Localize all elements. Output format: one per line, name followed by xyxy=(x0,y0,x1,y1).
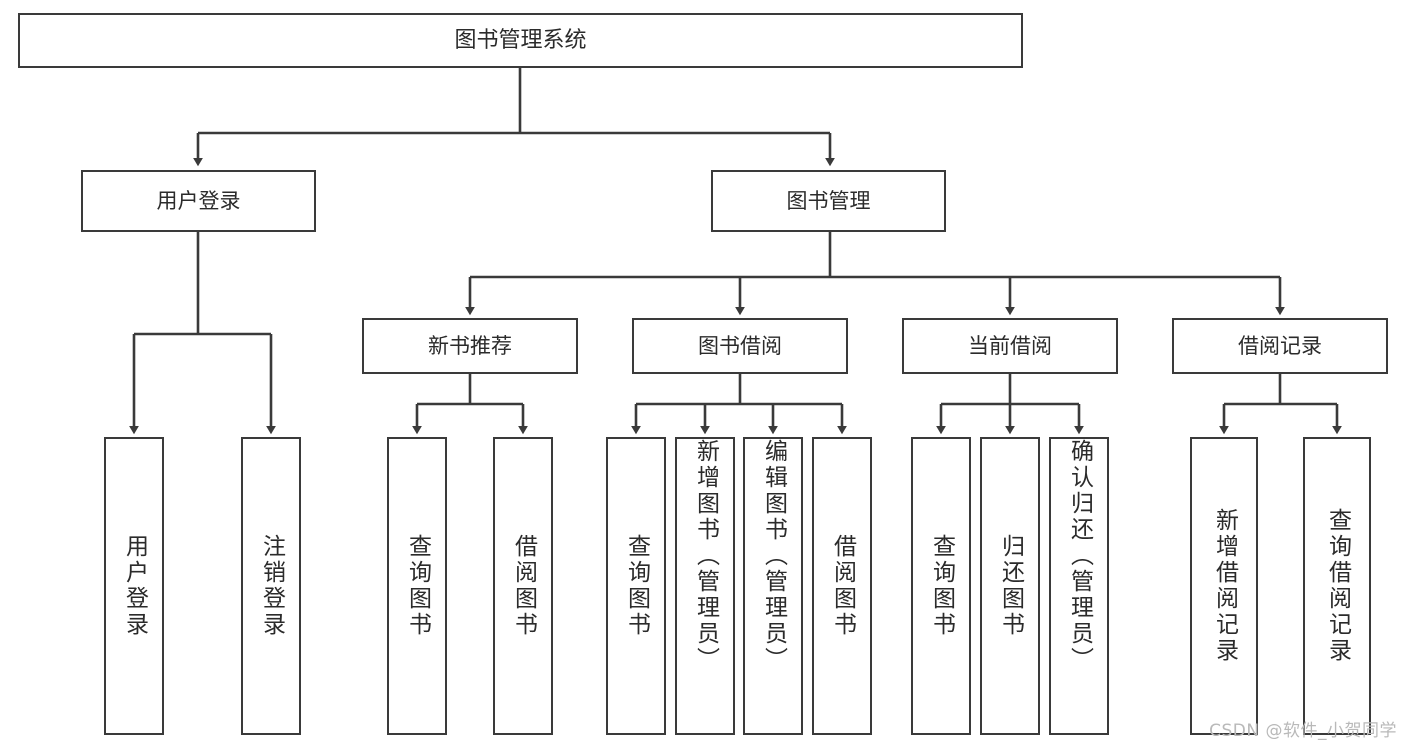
node-label: 借阅记录 xyxy=(1238,333,1322,358)
leaf-borrow-book-borrow[interactable]: 借阅图书 xyxy=(812,437,872,735)
leaf-return-book[interactable]: 归还图书 xyxy=(980,437,1040,735)
node-label: 用户登录 xyxy=(156,188,241,213)
node-label: 查询图书 xyxy=(928,534,955,638)
watermark: CSDN @软件_小贺同学 xyxy=(1209,721,1397,741)
node-label: 编辑图书（管理员） xyxy=(760,439,787,673)
leaf-confirm-return[interactable]: 确认归还（管理员） xyxy=(1049,437,1109,735)
node-root-system[interactable]: 图书管理系统 xyxy=(18,13,1023,68)
leaf-user-login[interactable]: 用户登录 xyxy=(104,437,164,735)
leaf-query-book-borrow[interactable]: 查询图书 xyxy=(606,437,666,735)
node-label: 新增图书（管理员） xyxy=(692,439,719,673)
node-book-borrow[interactable]: 图书借阅 xyxy=(632,318,848,374)
node-label: 查询借阅记录 xyxy=(1324,508,1351,664)
node-new-book-recommend[interactable]: 新书推荐 xyxy=(362,318,578,374)
node-label: 当前借阅 xyxy=(968,333,1052,358)
node-label: 图书管理 xyxy=(786,188,871,213)
node-user-login[interactable]: 用户登录 xyxy=(81,170,316,232)
node-book-management[interactable]: 图书管理 xyxy=(711,170,946,232)
node-label: 归还图书 xyxy=(997,534,1024,638)
node-label: 用户登录 xyxy=(121,534,148,638)
leaf-borrow-book-recommend[interactable]: 借阅图书 xyxy=(493,437,553,735)
leaf-edit-book[interactable]: 编辑图书（管理员） xyxy=(743,437,803,735)
node-label: 图书管理系统 xyxy=(454,27,587,53)
node-label: 查询图书 xyxy=(404,534,431,638)
node-label: 注销登录 xyxy=(258,534,285,638)
leaf-add-book[interactable]: 新增图书（管理员） xyxy=(675,437,735,735)
node-current-borrow[interactable]: 当前借阅 xyxy=(902,318,1118,374)
leaf-logout-login[interactable]: 注销登录 xyxy=(241,437,301,735)
node-label: 新增借阅记录 xyxy=(1211,508,1238,664)
leaf-add-borrow-record[interactable]: 新增借阅记录 xyxy=(1190,437,1258,735)
node-label: 借阅图书 xyxy=(829,534,856,638)
node-borrow-record[interactable]: 借阅记录 xyxy=(1172,318,1388,374)
node-label: 确认归还（管理员） xyxy=(1066,439,1093,673)
leaf-query-book-recommend[interactable]: 查询图书 xyxy=(387,437,447,735)
node-label: 新书推荐 xyxy=(428,333,512,358)
leaf-query-borrow-record[interactable]: 查询借阅记录 xyxy=(1303,437,1371,735)
node-label: 查询图书 xyxy=(623,534,650,638)
node-label: 图书借阅 xyxy=(698,333,782,358)
leaf-query-book-current[interactable]: 查询图书 xyxy=(911,437,971,735)
node-label: 借阅图书 xyxy=(510,534,537,638)
